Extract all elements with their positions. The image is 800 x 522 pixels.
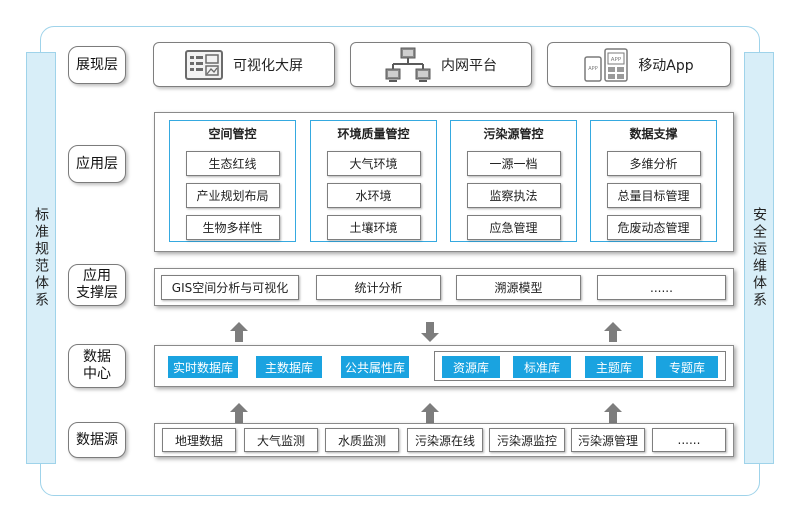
arrow-up-icon bbox=[421, 403, 439, 423]
datacenter-item: 公共属性库 bbox=[341, 356, 409, 378]
app-column-title: 污染源管控 bbox=[483, 127, 544, 141]
dashboard-icon bbox=[185, 49, 223, 80]
app-item: 应急管理 bbox=[466, 215, 561, 240]
support-item: GIS空间分析与可视化 bbox=[161, 275, 299, 300]
app-column-data-support: 数据支撑 多维分析 总量目标管理 危废动态管理 bbox=[590, 120, 717, 242]
app-column-title: 环境质量管控 bbox=[337, 127, 410, 141]
datasource-item: 污染源管理 bbox=[571, 428, 645, 452]
app-item: 危废动态管理 bbox=[606, 215, 701, 240]
layer-tag-datacenter: 数据 中心 bbox=[68, 344, 126, 388]
app-column-pollution: 污染源管控 一源一档 监察执法 应急管理 bbox=[450, 120, 577, 242]
arrow-down-icon bbox=[421, 322, 439, 342]
app-column-environment: 环境质量管控 大气环境 水环境 土壤环境 bbox=[310, 120, 437, 242]
network-icon bbox=[385, 47, 431, 83]
presentation-card-mobile: APP APP 移动App bbox=[547, 42, 731, 87]
svg-text:APP: APP bbox=[611, 57, 622, 63]
architecture-frame bbox=[40, 26, 760, 496]
arrow-up-icon bbox=[604, 403, 622, 423]
arrow-up-icon bbox=[230, 322, 248, 342]
presentation-card-intranet: 内网平台 bbox=[350, 42, 532, 87]
security-ops-system-label: 安全运维体系 bbox=[751, 207, 767, 309]
presentation-label-intranet: 内网平台 bbox=[441, 57, 497, 74]
datacenter-item: 标准库 bbox=[513, 356, 571, 378]
layer-tag-support: 应用 支撑层 bbox=[68, 264, 126, 306]
datacenter-item: 主题库 bbox=[585, 356, 643, 378]
arrow-up-icon bbox=[604, 322, 622, 342]
presentation-label-dashboard: 可视化大屏 bbox=[233, 57, 303, 74]
datacenter-item: 实时数据库 bbox=[168, 356, 238, 378]
app-item: 监察执法 bbox=[466, 183, 561, 208]
datasource-item: 水质监测 bbox=[325, 428, 399, 452]
app-item: 水环境 bbox=[326, 183, 421, 208]
app-column-title: 空间管控 bbox=[208, 127, 257, 141]
presentation-card-dashboard: 可视化大屏 bbox=[153, 42, 335, 87]
datacenter-item: 资源库 bbox=[442, 356, 500, 378]
security-ops-system-bar: 安全运维体系 bbox=[744, 52, 774, 464]
datacenter-item: 专题库 bbox=[656, 356, 718, 378]
datasource-item: 地理数据 bbox=[162, 428, 236, 452]
app-item: 多维分析 bbox=[606, 151, 701, 176]
app-item: 产业规划布局 bbox=[185, 183, 280, 208]
app-item: 生态红线 bbox=[185, 151, 280, 176]
datasource-item: 大气监测 bbox=[244, 428, 318, 452]
support-item: 溯源模型 bbox=[456, 275, 581, 300]
presentation-label-mobile: 移动App bbox=[638, 57, 694, 74]
support-item: ...... bbox=[597, 275, 726, 300]
app-item: 大气环境 bbox=[326, 151, 421, 176]
app-item: 土壤环境 bbox=[326, 215, 421, 240]
standards-system-bar: 标准规范体系 bbox=[26, 52, 56, 464]
mobile-app-icon: APP APP bbox=[584, 47, 629, 82]
datasource-item: ...... bbox=[652, 428, 726, 452]
datasource-item: 污染源在线 bbox=[407, 428, 483, 452]
datacenter-item: 主数据库 bbox=[256, 356, 322, 378]
layer-tag-datasource: 数据源 bbox=[68, 422, 126, 458]
app-item: 一源一档 bbox=[466, 151, 561, 176]
app-column-title: 数据支撑 bbox=[629, 127, 678, 141]
app-item: 生物多样性 bbox=[185, 215, 280, 240]
datasource-item: 污染源监控 bbox=[489, 428, 565, 452]
app-column-spatial: 空间管控 生态红线 产业规划布局 生物多样性 bbox=[169, 120, 296, 242]
svg-text:APP: APP bbox=[589, 66, 598, 72]
app-item: 总量目标管理 bbox=[606, 183, 701, 208]
standards-system-label: 标准规范体系 bbox=[33, 207, 49, 309]
layer-tag-application: 应用层 bbox=[68, 145, 126, 183]
layer-tag-presentation: 展现层 bbox=[68, 46, 126, 84]
arrow-up-icon bbox=[230, 403, 248, 423]
support-item: 统计分析 bbox=[316, 275, 441, 300]
